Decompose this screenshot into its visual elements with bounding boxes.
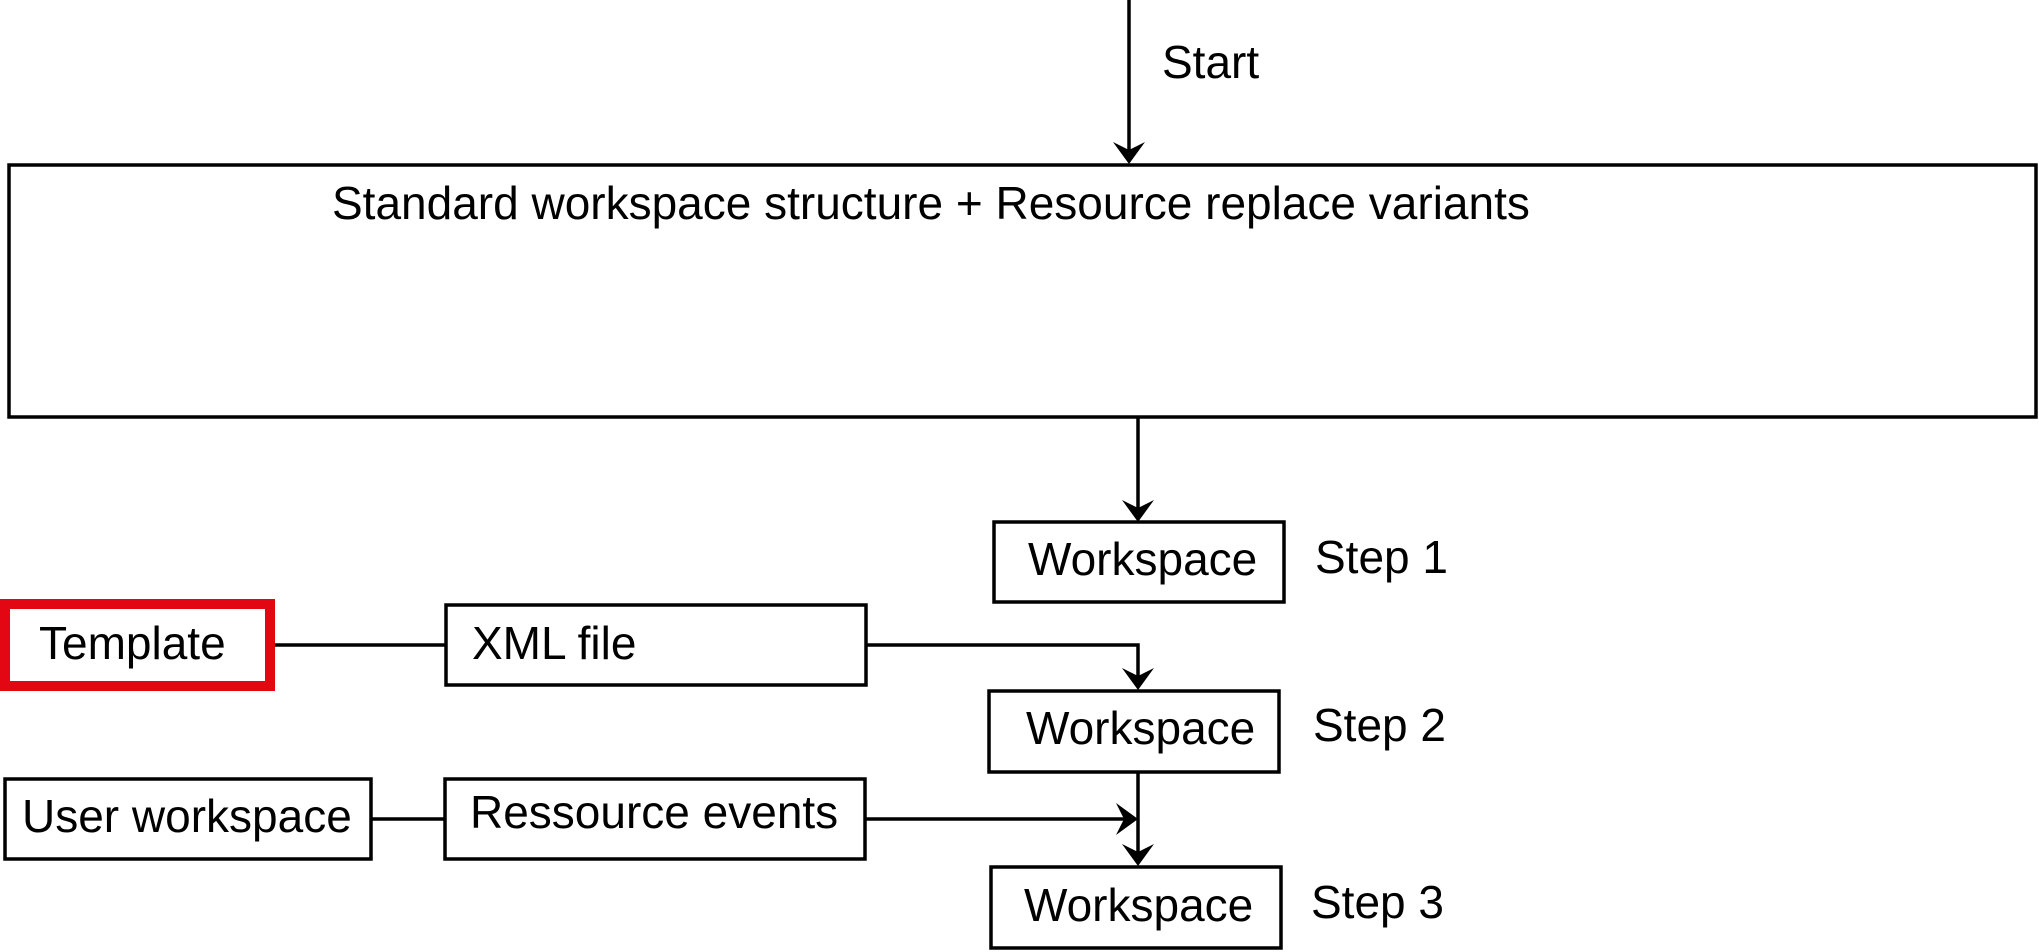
workspace-step2-label: Workspace [1026, 702, 1255, 754]
step1-label: Step 1 [1315, 531, 1448, 583]
step2-label: Step 2 [1313, 699, 1446, 751]
main-box-label: Standard workspace structure + Resource … [332, 177, 1530, 229]
workspace-step1-label: Workspace [1028, 533, 1257, 585]
step3-label: Step 3 [1311, 876, 1444, 928]
start-arrow [1113, 0, 1145, 164]
workspace-step3-box [989, 865, 1283, 950]
workspace-step1-box [992, 520, 1286, 604]
xml-file-box [444, 603, 868, 687]
start-label: Start [1162, 36, 1259, 88]
template-label: Template [39, 617, 226, 669]
resource-events-label: Ressource events [470, 786, 838, 838]
arrow-main-to-step1 [1122, 417, 1154, 522]
arrow-resource-to-flow [865, 803, 1138, 835]
user-workspace-box [3, 777, 373, 861]
arrow-step2-to-step3 [1122, 772, 1154, 866]
workspace-step3-label: Workspace [1024, 879, 1253, 931]
main-structure-box [7, 163, 2038, 419]
arrow-xml-to-step2 [866, 643, 1154, 690]
template-box [0, 599, 275, 691]
xml-file-label: XML file [472, 617, 636, 669]
user-workspace-label: User workspace [22, 790, 352, 842]
workspace-step2-box [987, 689, 1281, 774]
